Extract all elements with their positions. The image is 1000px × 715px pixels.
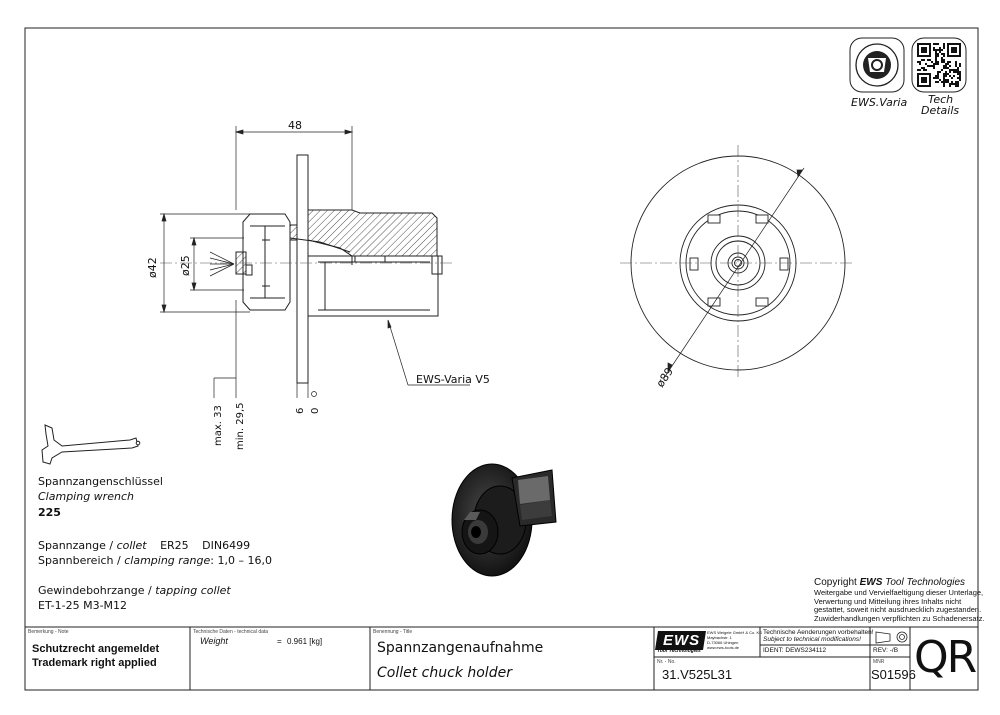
varia-badge bbox=[849, 37, 905, 93]
dim-48 bbox=[234, 126, 354, 210]
mnr: S01596 bbox=[871, 667, 916, 682]
copyright-brand: EWS bbox=[859, 577, 883, 588]
dim-89 bbox=[663, 167, 805, 379]
tap-en: tapping collet bbox=[155, 584, 231, 597]
range-value: : 1,0 – 16,0 bbox=[210, 554, 272, 567]
callout-leader bbox=[387, 319, 470, 386]
part-number: 31.V525L31 bbox=[662, 667, 733, 682]
wrench-number: 225 bbox=[38, 506, 61, 519]
title-en: Collet chuck holder bbox=[377, 665, 512, 681]
ews-logo bbox=[655, 631, 706, 650]
range-en: clamping range bbox=[124, 554, 211, 567]
dim-89-label: ø89 bbox=[654, 365, 676, 389]
sheet-frame bbox=[24, 27, 979, 691]
mnr-label: MNR bbox=[873, 659, 885, 665]
dim-bottom bbox=[213, 300, 309, 398]
tech-label-1: Tech bbox=[928, 93, 954, 106]
weight-value: 0.961 [kg] bbox=[287, 637, 323, 646]
weight-label: Weight bbox=[200, 636, 228, 646]
remark-label: Bemerkung - Note bbox=[28, 629, 69, 635]
copyright-line-4: Zuwiderhandlungen verpflichten zu Schade… bbox=[814, 613, 985, 623]
wrench-de: Spannzangenschlüssel bbox=[38, 475, 163, 488]
tech-details-qr-badge bbox=[911, 37, 967, 93]
nr-label: Nr. - No. bbox=[657, 659, 676, 665]
revision: REV: -/B bbox=[873, 647, 899, 654]
ident: IDENT: DEWS234112 bbox=[763, 647, 827, 654]
changes-de: Technische Aenderungen vorbehalten! bbox=[763, 629, 874, 636]
dim-25 bbox=[190, 236, 244, 292]
name-label: Benennung - Title bbox=[373, 629, 413, 635]
spray-lines bbox=[209, 251, 235, 277]
collet-line: Spannzange / collet ER25 DIN6499 bbox=[38, 538, 250, 553]
collet-de: Spannzange / bbox=[38, 539, 114, 552]
company-1: EWS Weigele GmbH & Co. KG bbox=[707, 630, 763, 635]
company-4: www.ews-tools.de bbox=[707, 645, 740, 650]
copyright-line-3: gestattet, soweit nicht ausdruecklich zu… bbox=[814, 605, 982, 614]
title-de: Spannzangenaufnahme bbox=[377, 640, 544, 656]
callout-label: EWS-Varia V5 bbox=[416, 373, 490, 386]
front-center-lines bbox=[620, 145, 855, 380]
range-de: Spannbereich / bbox=[38, 554, 121, 567]
wrench-en: Clamping wrench bbox=[38, 490, 134, 503]
copyright-line-1: Weitergabe und Vervielfaeltigung dieser … bbox=[814, 588, 984, 597]
weight-eq: = bbox=[277, 637, 282, 646]
dim-6: 6 bbox=[295, 408, 306, 414]
dim-25-label: ø25 bbox=[179, 255, 192, 276]
dim-42-label: ø42 bbox=[146, 257, 159, 278]
side-view bbox=[235, 154, 443, 384]
dim-max33: max. 33 bbox=[213, 405, 224, 446]
wrench-icon bbox=[41, 424, 141, 465]
dim-0: 0 bbox=[310, 408, 321, 414]
remark-2: Trademark right applied bbox=[32, 657, 157, 669]
varia-badge-label: EWS.Varia bbox=[851, 96, 908, 109]
range-line: Spannbereich / clamping range: 1,0 – 16,… bbox=[38, 553, 272, 568]
logo-sub: Tool Technologies bbox=[657, 648, 701, 654]
qr-code-label: QR bbox=[914, 632, 977, 683]
company-3: D-73066 Uhingen bbox=[707, 640, 739, 645]
tap-value: ET-1-25 M3-M12 bbox=[38, 599, 128, 612]
company-2: Maybachstr. 1 bbox=[707, 635, 732, 640]
remark-1: Schutzrecht angemeldet bbox=[32, 643, 160, 655]
copyright-title: Copyright EWS Tool Technologies bbox=[814, 577, 965, 588]
projection-symbol bbox=[875, 631, 908, 644]
title-block-frame bbox=[25, 626, 978, 690]
tech-label-2: Details bbox=[921, 104, 960, 117]
copyright-suffix: Tool Technologies bbox=[885, 577, 966, 588]
copyright-prefix: Copyright bbox=[814, 577, 857, 588]
collet-en: collet bbox=[116, 539, 147, 552]
product-render bbox=[451, 463, 557, 577]
logo-text: EWS bbox=[663, 632, 701, 649]
techdata-label: Technische Daten - technical data bbox=[193, 629, 269, 635]
dim-48-label: 48 bbox=[288, 119, 302, 132]
tap-de: Gewindebohrzange / bbox=[38, 584, 152, 597]
tap-line: Gewindebohrzange / tapping collet bbox=[38, 583, 231, 598]
changes-en: Subject to technical modifications! bbox=[763, 636, 861, 643]
copyright-line-2: Verwertung und Mitteilung ihres Inhalts … bbox=[814, 596, 962, 606]
collet-norm: DIN6499 bbox=[202, 539, 251, 552]
dim-42 bbox=[160, 212, 250, 314]
collet-type: ER25 bbox=[160, 539, 189, 552]
dim-min295: min. 29,5 bbox=[235, 403, 246, 450]
